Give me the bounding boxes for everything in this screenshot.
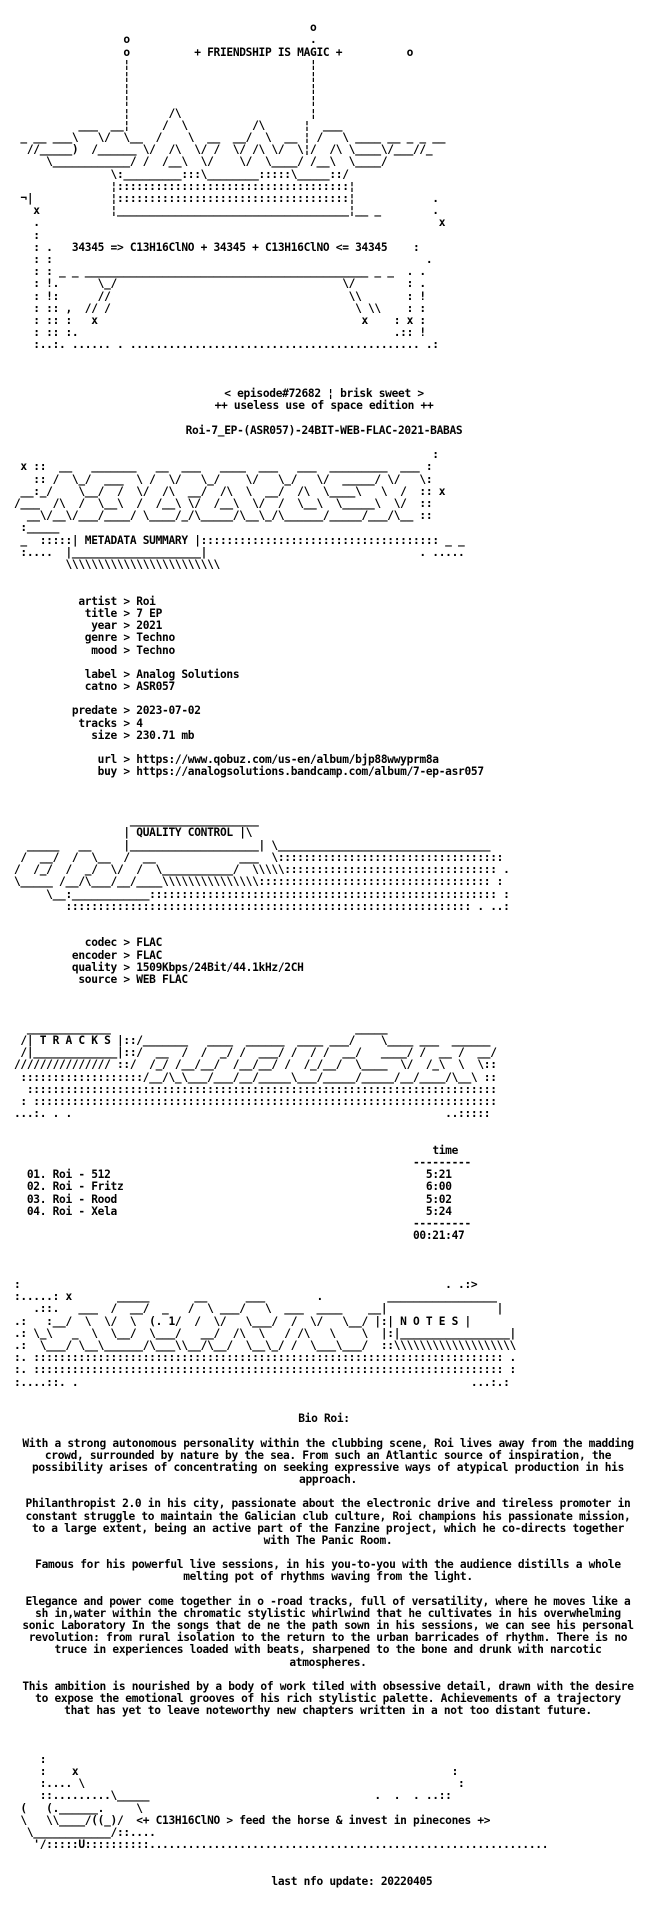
track-label: 01. Roi - 512 bbox=[26, 1168, 111, 1182]
track-label: 03. Roi - Rood bbox=[26, 1192, 117, 1206]
notes-banner-art: : . .:> :.....: x _____ __ ___ . _______… bbox=[14, 1277, 516, 1389]
track-time: 5:21 bbox=[425, 1168, 452, 1182]
metadata-banner-art: : x :: __ _______ __ ___ ____ ___ ___ __… bbox=[14, 448, 446, 535]
track-row-1: 01. Roi - 512 5:21 bbox=[14, 1169, 648, 1181]
edition-line: ++ useless use of space edition ++ bbox=[214, 399, 434, 413]
track-time: 5:02 bbox=[425, 1192, 452, 1206]
track-label: 02. Roi - Fritz bbox=[26, 1180, 124, 1194]
tracks-rule-top: --------- bbox=[14, 1155, 471, 1169]
meta-label: label > Analog Solutions bbox=[14, 667, 240, 681]
quality-banner-art: ____________________ | QUALITY CONTROL |… bbox=[14, 814, 510, 913]
meta-genre: genre > Techno bbox=[14, 631, 175, 645]
section-quality: QUALITY CONTROL bbox=[136, 826, 233, 840]
tracks-time-header: time bbox=[432, 1143, 459, 1157]
track-row-3: 03. Roi - Rood 5:02 bbox=[14, 1192, 648, 1206]
meta-url: url > https://www.qobuz.com/us-en/album/… bbox=[14, 753, 439, 767]
meta-buy: buy > https://analogsolutions.bandcamp.c… bbox=[14, 765, 484, 779]
track-row-4: 04. Roi - Xela 5:24 bbox=[14, 1204, 648, 1218]
bio-title: Bio Roi: bbox=[298, 1412, 350, 1426]
meta-catno: catno > ASR057 bbox=[14, 680, 175, 694]
footer-tagline: <+ C13H16ClNO > feed the horse & invest … bbox=[136, 1813, 491, 1827]
footer-ascii-art: : : x : :.... \ : ::.........\_____ . bbox=[20, 1752, 549, 1852]
bio-paragraph-2: Philanthropist 2.0 in his city, passiona… bbox=[25, 1497, 631, 1547]
section-tracks: T R A C K S bbox=[39, 1033, 111, 1047]
metadata-title-box: _ :::::| METADATA SUMMARY |:::::::::::::… bbox=[14, 533, 465, 572]
formula: 34345 => C13H16ClNO + 34345 + C13H16ClNO… bbox=[71, 240, 388, 254]
tracks-banner-art: _____________ _____ /| T R A C K S |::/_… bbox=[14, 1021, 497, 1121]
meta-mood: mood > Techno bbox=[14, 643, 175, 657]
header-ascii-art: o o . o + FRIENDSHIP IS MAGIC + o ¦ ¦ ¦ bbox=[20, 21, 446, 352]
buy-link[interactable]: https://analogsolutions.bandcamp.com/alb… bbox=[136, 765, 484, 779]
tracks-rule-bottom: --------- bbox=[14, 1216, 471, 1230]
url-link[interactable]: https://www.qobuz.com/us-en/album/bjp88w… bbox=[136, 753, 439, 767]
bio-paragraph-5: This ambition is nourished by a body of … bbox=[22, 1679, 634, 1718]
meta-predate: predate > 2023-07-02 bbox=[14, 704, 201, 718]
release-name: Roi-7_EP-(ASR057)-24BIT-WEB-FLAC-2021-BA… bbox=[185, 423, 463, 437]
track-time: 6:00 bbox=[425, 1180, 452, 1194]
slogan: + FRIENDSHIP IS MAGIC + bbox=[194, 45, 343, 59]
section-metadata: METADATA SUMMARY bbox=[84, 533, 188, 547]
section-notes: N O T E S bbox=[400, 1314, 459, 1328]
last-update: last nfo update: 20220405 bbox=[271, 1874, 433, 1888]
meta-artist: artist > Roi bbox=[14, 594, 156, 608]
meta-title: title > 7 EP bbox=[14, 606, 163, 620]
bio-paragraph-1: With a strong autonomous personality wit… bbox=[22, 1436, 634, 1487]
bio-paragraph-4: Elegance and power come together in o -r… bbox=[22, 1594, 634, 1669]
meta-size: size > 230.71 mb bbox=[14, 728, 195, 742]
meta-tracks: tracks > 4 bbox=[14, 716, 143, 730]
meta-year: year > 2021 bbox=[14, 619, 163, 633]
quality-source: source > WEB FLAC bbox=[14, 972, 188, 986]
track-row-2: 02. Roi - Fritz 6:00 bbox=[14, 1181, 648, 1193]
episode-line: < episode#72682 ¦ brisk sweet > bbox=[224, 387, 424, 401]
tracks-total: 00:21:47 bbox=[413, 1229, 465, 1243]
quality-quality: quality > 1509Kbps/24Bit/44.1kHz/2CH bbox=[14, 960, 304, 974]
track-time: 5:24 bbox=[425, 1204, 452, 1218]
bio-paragraph-3: Famous for his powerful live sessions, i… bbox=[35, 1558, 621, 1584]
track-label: 04. Roi - Xela bbox=[26, 1204, 117, 1218]
quality-codec: codec > FLAC bbox=[14, 936, 163, 950]
quality-encoder: encoder > FLAC bbox=[14, 948, 163, 962]
